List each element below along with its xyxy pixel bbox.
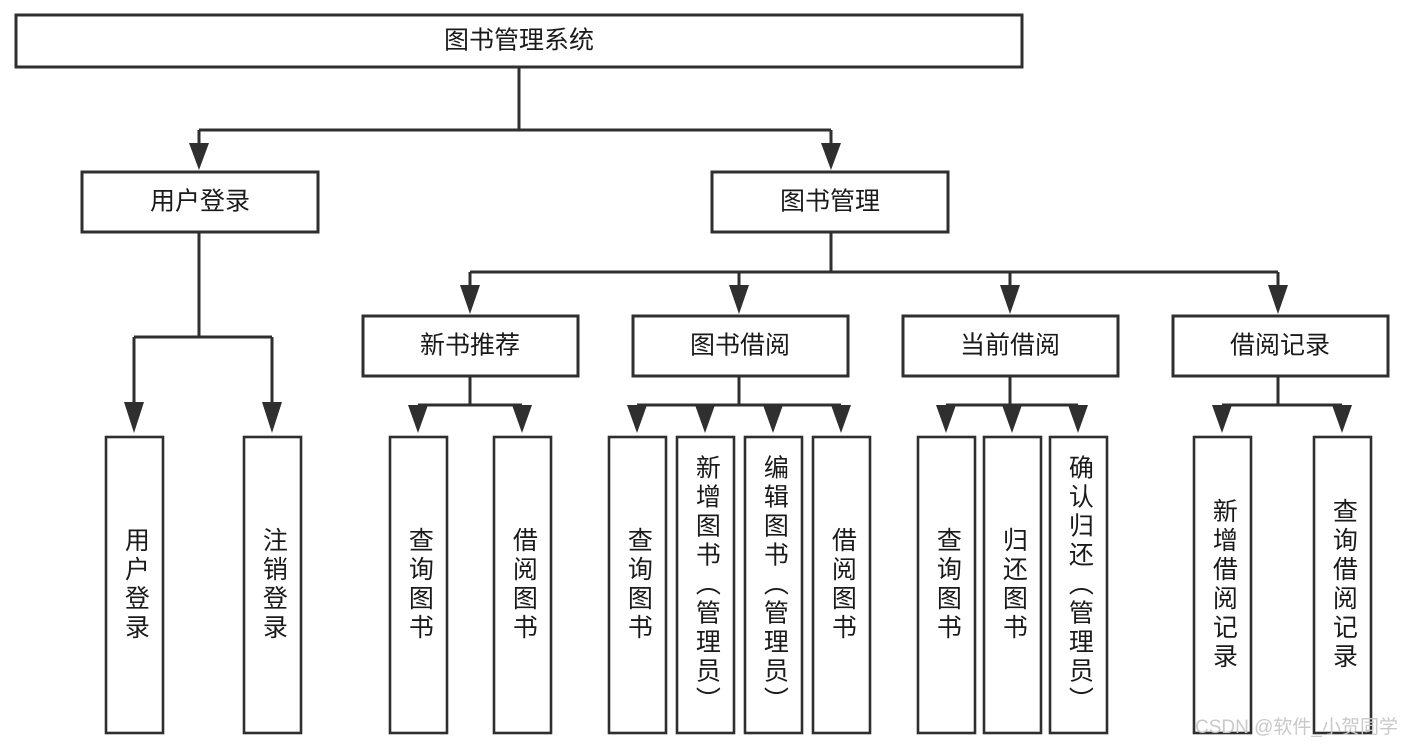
node-current-borrow-box[interactable] — [901, 314, 1120, 378]
node-user-login[interactable]: 用户登录 — [80, 170, 320, 234]
node-leaf-add-record-box[interactable] — [1192, 435, 1253, 735]
node-leaf-user-logout-box[interactable] — [242, 435, 303, 735]
node-leaf-borrow-book-1[interactable]: 借阅图书 — [492, 435, 553, 735]
node-leaf-user-login-label: 用户登录 — [121, 527, 150, 643]
node-leaf-edit-book-label: 编辑图书（管理员） — [760, 455, 789, 716]
node-borrow-record[interactable]: 借阅记录 — [1171, 314, 1390, 378]
node-borrow-record-box[interactable] — [1171, 314, 1390, 378]
node-leaf-return-book-box[interactable] — [982, 435, 1043, 735]
arrowhead-current-borrow-c3 — [1068, 405, 1088, 433]
node-leaf-return-book-label: 归还图书 — [999, 527, 1028, 643]
node-leaf-query-book-3[interactable]: 查询图书 — [916, 435, 977, 735]
node-leaf-add-record-label: 新增借阅记录 — [1209, 498, 1238, 672]
node-leaf-add-book-label: 新增图书（管理员） — [692, 455, 721, 716]
node-book-management-label: 图书管理 — [780, 188, 880, 216]
node-leaf-confirm-return[interactable]: 确认归还（管理员） — [1048, 435, 1109, 735]
arrowhead-root-to-user-login — [189, 143, 209, 170]
node-book-borrow-label: 图书借阅 — [690, 332, 790, 360]
arrowhead-bm-to-book-borrow — [729, 285, 749, 314]
node-book-management[interactable]: 图书管理 — [710, 170, 950, 234]
node-root-label: 图书管理系统 — [444, 27, 594, 55]
node-current-borrow[interactable]: 当前借阅 — [901, 314, 1120, 378]
node-new-book-recommend[interactable]: 新书推荐 — [361, 314, 580, 378]
node-book-management-box[interactable] — [710, 170, 950, 234]
node-leaf-query-record[interactable]: 查询借阅记录 — [1312, 435, 1373, 735]
arrowhead-book-borrow-c1 — [627, 405, 647, 433]
node-leaf-borrow-book-2[interactable]: 借阅图书 — [811, 435, 872, 735]
arrowhead-bm-to-new-book — [460, 285, 480, 314]
node-leaf-return-book[interactable]: 归还图书 — [982, 435, 1043, 735]
arrowhead-user-login-c1 — [124, 402, 144, 433]
arrowhead-book-borrow-c2 — [695, 405, 715, 433]
node-leaf-edit-book[interactable]: 编辑图书（管理员） — [743, 435, 804, 735]
arrowhead-borrow-record-c1 — [1212, 405, 1232, 433]
node-new-book-recommend-box[interactable] — [361, 314, 580, 378]
arrowhead-current-borrow-c2 — [1002, 405, 1022, 433]
arrowhead-user-login-c2 — [262, 402, 282, 433]
node-book-borrow-box[interactable] — [631, 314, 850, 378]
node-leaf-borrow-book-1-label: 借阅图书 — [509, 527, 538, 643]
node-root-box[interactable] — [14, 13, 1024, 69]
arrowhead-bm-to-borrow-record — [1268, 285, 1288, 314]
arrowhead-root-to-book-management — [821, 143, 841, 170]
arrowhead-bm-to-current-borrow — [1000, 285, 1020, 314]
node-leaf-query-book-1-box[interactable] — [388, 435, 449, 735]
watermark-label: CSDN @软件_小贺同学 — [1195, 716, 1398, 738]
node-leaf-query-book-2-box[interactable] — [607, 435, 668, 735]
arrowhead-new-book-c2 — [512, 405, 532, 433]
node-leaf-query-book-3-box[interactable] — [916, 435, 977, 735]
node-leaf-query-book-1-label: 查询图书 — [405, 527, 434, 643]
node-leaf-borrow-book-2-label: 借阅图书 — [828, 527, 857, 643]
node-book-borrow[interactable]: 图书借阅 — [631, 314, 850, 378]
node-leaf-user-login[interactable]: 用户登录 — [104, 435, 165, 735]
node-user-login-label: 用户登录 — [150, 188, 250, 216]
node-leaf-user-login-box[interactable] — [104, 435, 165, 735]
node-leaf-add-book-box[interactable] — [675, 435, 736, 735]
node-borrow-record-label: 借阅记录 — [1230, 332, 1330, 360]
node-user-login-box[interactable] — [80, 170, 320, 234]
node-leaf-edit-book-box[interactable] — [743, 435, 804, 735]
node-leaf-query-book-2[interactable]: 查询图书 — [607, 435, 668, 735]
node-leaf-query-record-label: 查询借阅记录 — [1329, 498, 1358, 672]
node-current-borrow-label: 当前借阅 — [960, 332, 1060, 360]
arrowhead-new-book-c1 — [408, 405, 428, 433]
node-leaf-query-record-box[interactable] — [1312, 435, 1373, 735]
node-leaf-confirm-return-box[interactable] — [1048, 435, 1109, 735]
node-leaf-query-book-1[interactable]: 查询图书 — [388, 435, 449, 735]
node-root[interactable]: 图书管理系统 — [14, 13, 1024, 69]
node-leaf-add-record[interactable]: 新增借阅记录 — [1192, 435, 1253, 735]
arrowhead-borrow-record-c2 — [1332, 405, 1352, 433]
arrowhead-current-borrow-c1 — [936, 405, 956, 433]
node-leaf-user-logout[interactable]: 注销登录 — [242, 435, 303, 735]
node-leaf-borrow-book-1-box[interactable] — [492, 435, 553, 735]
node-leaf-query-book-3-label: 查询图书 — [933, 527, 962, 643]
node-new-book-recommend-label: 新书推荐 — [420, 332, 520, 360]
arrowhead-book-borrow-c3 — [763, 405, 783, 433]
node-leaf-user-logout-label: 注销登录 — [259, 527, 288, 643]
node-leaf-borrow-book-2-box[interactable] — [811, 435, 872, 735]
arrowhead-book-borrow-c4 — [831, 405, 851, 433]
node-leaf-query-book-2-label: 查询图书 — [624, 527, 653, 643]
edge-layer — [124, 67, 1352, 433]
node-leaf-confirm-return-label: 确认归还（管理员） — [1065, 455, 1094, 716]
node-leaf-add-book[interactable]: 新增图书（管理员） — [675, 435, 736, 735]
